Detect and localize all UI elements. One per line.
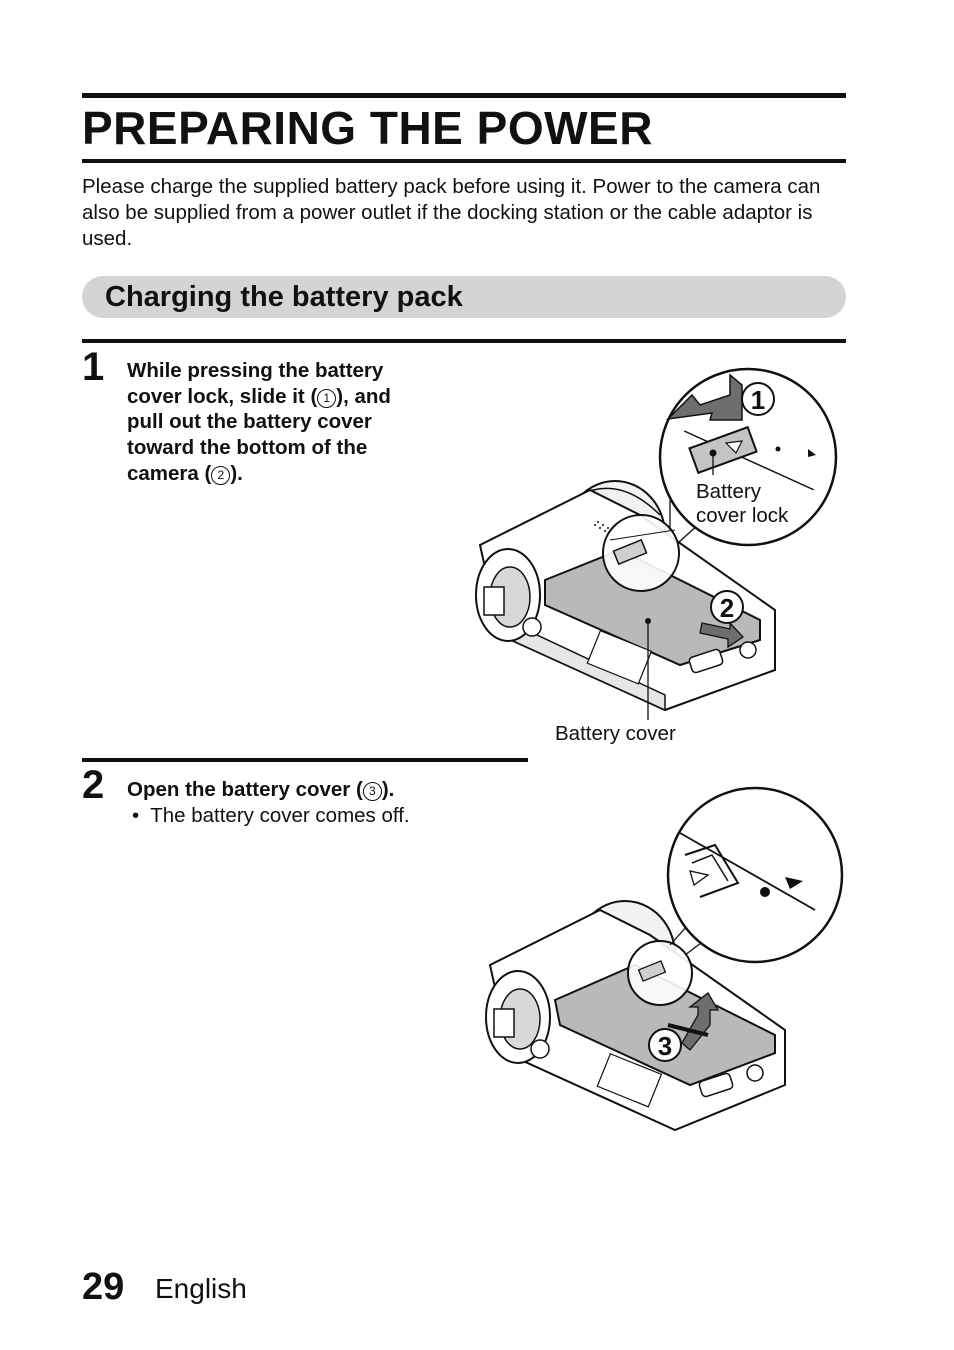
lift-arrow xyxy=(681,992,720,1051)
record-button-2 xyxy=(530,1039,550,1059)
callout-1-number: 1 xyxy=(751,385,765,415)
callout-1-circle xyxy=(741,382,775,416)
circled-marker-3: 3 xyxy=(362,782,382,801)
header-bottom-rule xyxy=(82,159,846,163)
magnified-arrow xyxy=(785,877,803,889)
callout-2-number: 2 xyxy=(720,593,734,623)
step-2-number: 2 xyxy=(82,763,105,807)
pull-arrow xyxy=(699,621,744,649)
magnified-cover-corner-inner xyxy=(691,854,729,882)
figure-2-camera-illustration: 3 xyxy=(485,786,844,1132)
battery-cover-label: Battery cover xyxy=(555,722,676,745)
callout-2-circle xyxy=(710,590,744,624)
section-header-bar xyxy=(82,276,846,318)
usb-port xyxy=(688,648,724,674)
callout-3-number: 3 xyxy=(658,1031,672,1061)
bullet-symbol: • xyxy=(132,804,140,827)
av-port-2 xyxy=(746,1064,764,1082)
battery-cover-lifted-edge xyxy=(559,1024,776,1086)
small-circle-line xyxy=(609,529,676,541)
magnified-triangle xyxy=(689,870,710,887)
battery-cover-lock-label: Battery cover lock xyxy=(696,480,789,527)
speaker-grid xyxy=(594,521,609,532)
circled-marker-2: 2 xyxy=(211,465,231,485)
step-1-number: 1 xyxy=(82,345,105,389)
intro-paragraph: Please charge the supplied battery pack … xyxy=(82,175,821,250)
small-lock-slider xyxy=(612,538,648,566)
step-1-rule xyxy=(82,339,846,343)
av-port xyxy=(739,641,757,659)
bullet-text: The battery cover comes off. xyxy=(150,804,410,827)
step-1-line-4: toward the bottom of the xyxy=(127,436,368,460)
circled-marker-1: 1 xyxy=(317,388,337,408)
lock-mark-arrow xyxy=(808,449,816,457)
section-title: Charging the battery pack xyxy=(105,281,463,313)
magnified-edge-line xyxy=(683,430,814,491)
step-1-text: While pressing the battery cover lock, s… xyxy=(127,358,457,487)
header-top-rule xyxy=(82,93,846,98)
step-1-line-2: cover lock, slide it (1), and xyxy=(127,384,391,408)
step-2-text: Open the battery cover (3). xyxy=(127,778,395,801)
language-label: English xyxy=(155,1273,247,1304)
step-1-line-1: While pressing the battery xyxy=(127,359,384,382)
step-2-bullet: • The battery cover comes off. xyxy=(132,803,410,829)
mode-switch xyxy=(483,586,505,616)
step-1-line-5: camera (2). xyxy=(127,461,243,485)
magnified-dot xyxy=(760,887,770,897)
side-panel-2 xyxy=(596,1052,663,1108)
step-2-rule xyxy=(82,758,528,762)
mode-switch-2 xyxy=(493,1008,515,1038)
magnified-lock-slider xyxy=(688,425,758,475)
callout-3-circle xyxy=(648,1028,682,1062)
small-lock-slider-2 xyxy=(637,960,667,982)
lift-arrow-stem xyxy=(667,1023,709,1037)
usb-port-2 xyxy=(698,1072,734,1098)
lock-mark-dot xyxy=(775,446,781,452)
page-number: 29 xyxy=(82,1266,125,1308)
magnified-cover-corner xyxy=(684,843,740,898)
lock-triangle xyxy=(724,440,744,455)
figure-1-camera-illustration: 1 2 xyxy=(475,367,838,720)
record-button xyxy=(522,617,542,637)
page-title: PREPARING THE POWER xyxy=(82,102,653,154)
battery-cover-edge xyxy=(544,604,761,666)
step-1-line-3: pull out the battery cover xyxy=(127,410,372,434)
camera-body-lower xyxy=(499,619,666,712)
magnified-edge-line-2 xyxy=(679,832,816,911)
side-panel xyxy=(586,629,653,685)
